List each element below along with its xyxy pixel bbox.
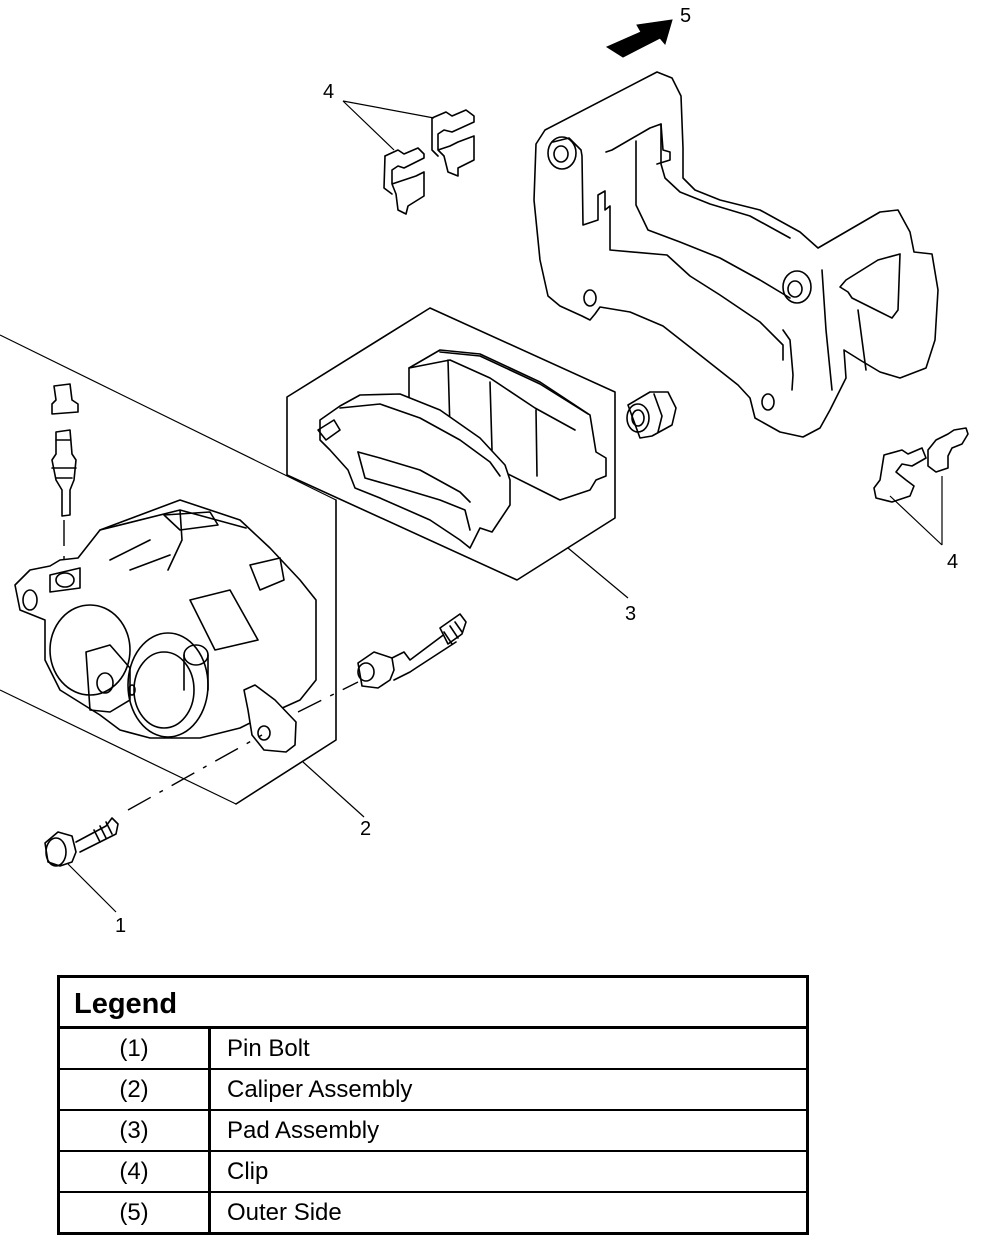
- callout-1: 1: [115, 915, 126, 937]
- legend-row-number: (2): [60, 1068, 211, 1110]
- clip-upper-pair: [383, 109, 475, 215]
- guide-pin-alignment-line: [297, 681, 359, 713]
- pin-sleeve: [626, 391, 677, 439]
- outer-side-arrow: [605, 19, 673, 58]
- leader-line-2: [302, 761, 365, 818]
- legend-row-description: Caliper Assembly: [209, 1068, 806, 1110]
- assembly-guide-line-upper: [0, 334, 337, 501]
- legend-row: (2) Caliper Assembly: [60, 1068, 806, 1110]
- clip-lower-pair: [873, 427, 969, 503]
- legend-row-number: (3): [60, 1109, 211, 1151]
- pin-bolt: [44, 817, 119, 867]
- bleeder-screw: [51, 383, 79, 517]
- legend-title: Legend: [60, 978, 806, 1029]
- caliper-bracket: [533, 71, 939, 438]
- legend-row-description: Outer Side: [209, 1191, 806, 1232]
- leader-line-4b: [889, 476, 943, 546]
- legend-row-description: Pin Bolt: [227, 1034, 310, 1062]
- leader-line-3: [567, 547, 629, 599]
- leader-line-4a: [342, 100, 435, 151]
- legend-row-number: (1): [60, 1027, 211, 1069]
- guide-pin: [357, 613, 467, 689]
- assembly-guide-line-lower: [0, 689, 237, 805]
- legend-row-description: Clip: [209, 1150, 806, 1192]
- callout-2: 2: [360, 818, 371, 840]
- legend-row: (3) Pad Assembly: [60, 1109, 806, 1151]
- callout-4-upper: 4: [323, 81, 334, 103]
- legend-row: (1) Pin Bolt: [60, 1027, 806, 1069]
- pad-assembly: [286, 307, 616, 581]
- legend-row: (5) Outer Side: [60, 1191, 806, 1232]
- pad-assembly-frame: [286, 307, 616, 581]
- legend-row: (4) Clip: [60, 1150, 806, 1192]
- legend-row-description: Pad Assembly: [209, 1109, 806, 1151]
- leader-line-1: [67, 863, 117, 913]
- legend-row-number: (4): [60, 1150, 211, 1192]
- pin-bolt-alignment-line: [127, 734, 263, 811]
- callout-4-lower: 4: [947, 551, 958, 573]
- legend-row-number: (5): [60, 1191, 211, 1232]
- exploded-view-drawing: 5 4: [0, 5, 969, 937]
- legend-table: Legend (1) Pin Bolt (2) Caliper Assembly…: [57, 975, 809, 1235]
- caliper-assembly-frame: [235, 499, 337, 805]
- callout-3: 3: [625, 603, 636, 625]
- callout-5: 5: [680, 5, 691, 27]
- caliper-body: [14, 499, 317, 753]
